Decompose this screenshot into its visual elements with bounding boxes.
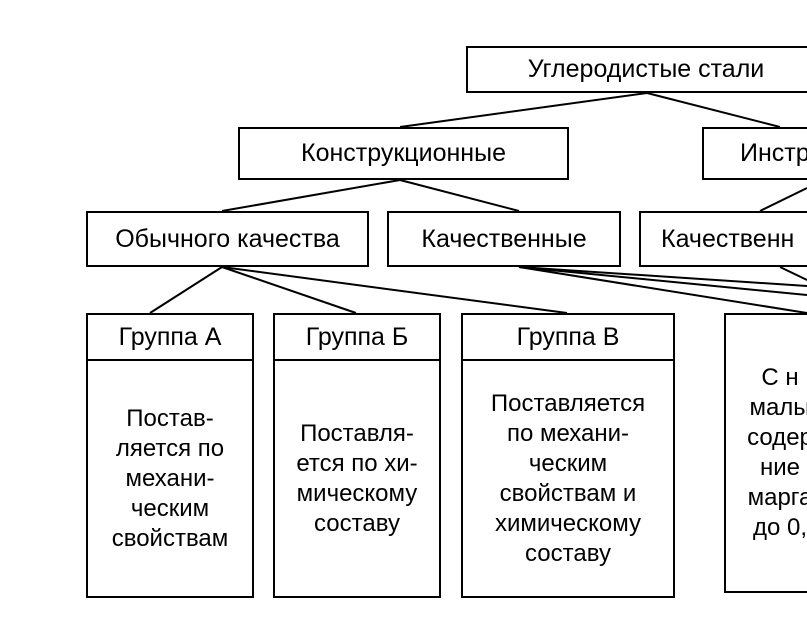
level1-label-1: Инстр bbox=[740, 139, 807, 167]
edge-root-instr bbox=[646, 92, 781, 128]
edge-kach-partial-1 bbox=[518, 266, 807, 314]
group-v: Группа В Поставляется по механи- ческим … bbox=[461, 313, 675, 598]
root-label: Углеродистые стали bbox=[527, 55, 765, 83]
edge-kach-partial-3 bbox=[518, 266, 807, 287]
group-b-text: Поставля- ется по хи- мическому составу bbox=[296, 419, 418, 537]
level2-label-0: Обычного качества bbox=[115, 224, 340, 253]
group-b-title: Группа Б bbox=[275, 315, 439, 361]
node-konstruktsionnye: Конструкционные bbox=[238, 127, 569, 180]
level2-label-1: Качественные bbox=[421, 224, 587, 253]
node-root: Углеродистые стали bbox=[466, 46, 807, 93]
group-v-text: Поставляется по механи- ческим свойствам… bbox=[490, 389, 646, 567]
node-kachestvennye: Качественные bbox=[387, 211, 621, 267]
group-a-title: Группа А bbox=[88, 315, 252, 361]
level1-label-0: Конструкционные bbox=[301, 139, 506, 167]
node-kachestvennye-2: Качественн bbox=[639, 211, 807, 267]
edge-obychn-a bbox=[149, 266, 223, 314]
group-a-text: Постав- ляется по механи- ческим свойств… bbox=[111, 404, 229, 552]
edge-kach2-partial bbox=[779, 266, 807, 281]
edge-instr-kach2 bbox=[759, 187, 807, 212]
edge-konstr-kach bbox=[399, 179, 520, 212]
edge-obychn-b bbox=[221, 266, 357, 314]
edge-kach-partial-2 bbox=[518, 266, 807, 296]
group-a: Группа А Постав- ляется по механи- чески… bbox=[86, 313, 254, 598]
group-v-title: Группа В bbox=[463, 315, 673, 361]
node-instr: Инстр bbox=[702, 127, 807, 180]
edge-konstr-obychn bbox=[221, 179, 401, 212]
group-partial: С н малы содер ние марга до 0, bbox=[724, 313, 807, 593]
edge-obychn-v bbox=[221, 266, 568, 314]
node-obychnogo-kachestva: Обычного качества bbox=[86, 211, 369, 267]
group-b: Группа Б Поставля- ется по хи- мическому… bbox=[273, 313, 441, 598]
level2-label-2: Качественн bbox=[661, 224, 795, 253]
edge-root-konstr bbox=[399, 92, 648, 128]
group-partial-text: С н малы содер ние марга до 0, bbox=[747, 364, 807, 541]
